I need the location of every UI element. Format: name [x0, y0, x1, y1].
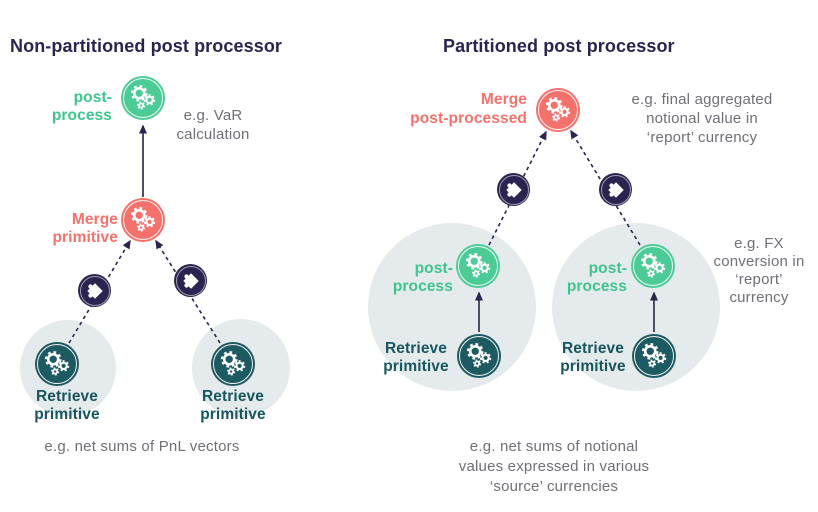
retrieve-primitive-node — [211, 342, 255, 386]
var-calculation-caption: e.g. VaR calculation — [176, 107, 250, 143]
merge-post-processed-node — [536, 88, 580, 132]
combine-node — [497, 173, 530, 206]
combine-node — [78, 274, 111, 307]
gears-icon — [636, 249, 670, 283]
gears-icon — [461, 249, 495, 283]
gears-icon — [126, 203, 160, 237]
retrieve-primitive-node — [632, 334, 676, 378]
merge-primitive-label: Merge primitive — [52, 211, 118, 246]
post-process-label: post-process — [51, 89, 112, 124]
merge-primitive-node — [121, 198, 165, 242]
left-diagram-title: Non-partitioned post processor — [10, 36, 283, 56]
merge-post-processed-label: Merge post-processed — [410, 91, 527, 127]
partition-boundary-circle — [552, 223, 720, 391]
aggregated-notional-caption: e.g. final aggregated notional value in … — [631, 91, 773, 146]
fx-conversion-caption: e.g. FX conversion in ‘report’ currency — [713, 235, 805, 306]
post-process-node — [121, 76, 165, 120]
post-process-label: post-process — [566, 260, 627, 295]
post-process-label: post-process — [392, 260, 453, 295]
pnl-vectors-caption: e.g. net sums of PnL vectors — [44, 438, 240, 455]
dashed-arrow-postprocess-to-merge — [570, 129, 641, 246]
retrieve-primitive-label: Retrieve primitive — [34, 388, 100, 423]
combine-node — [599, 173, 632, 206]
retrieve-primitive-label: Retrieve primitive — [200, 388, 266, 423]
gears-icon — [462, 339, 496, 373]
retrieve-primitive-label: Retrieve primitive — [560, 340, 626, 375]
retrieve-primitive-label: Retrieve primitive — [383, 340, 449, 375]
gears-icon — [541, 93, 575, 127]
combine-node — [174, 264, 207, 297]
puzzle-piece-icon — [606, 180, 626, 200]
puzzle-piece-icon — [181, 271, 201, 291]
right-diagram-title: Partitioned post processor — [443, 36, 675, 56]
puzzle-piece-icon — [85, 281, 105, 301]
post-process-node — [456, 244, 500, 288]
retrieve-primitive-node — [457, 334, 501, 378]
retrieve-primitive-node — [35, 342, 79, 386]
post-process-node — [631, 244, 675, 288]
dashed-arrow-retrieve-to-merge — [155, 239, 221, 344]
source-currencies-caption: e.g. net sums of notional values express… — [458, 438, 650, 495]
gears-icon — [216, 347, 250, 381]
gears-icon — [40, 347, 74, 381]
puzzle-piece-icon — [504, 180, 524, 200]
